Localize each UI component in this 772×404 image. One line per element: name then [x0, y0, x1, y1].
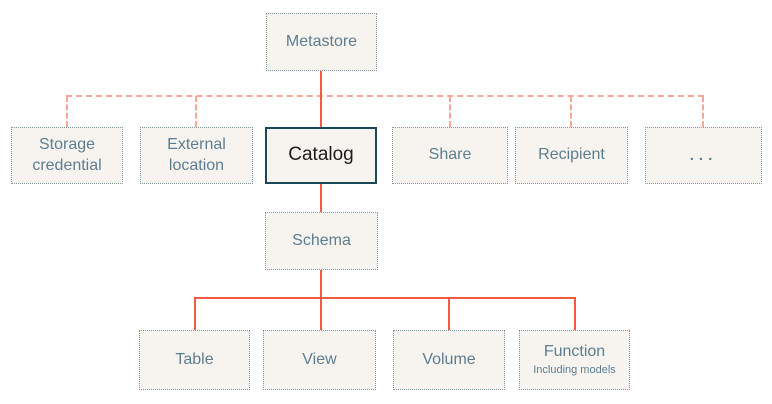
- connector-schema-view: [320, 270, 322, 330]
- node-view: View: [263, 330, 376, 390]
- connector-schema-children-horizontal: [194, 297, 576, 299]
- node-function-sublabel: Including models: [533, 363, 616, 376]
- node-volume-label: Volume: [422, 350, 476, 368]
- node-function-label: Function: [543, 343, 606, 361]
- node-table-label: Table: [175, 350, 214, 368]
- node-metastore: Metastore: [266, 13, 377, 71]
- node-recipient-label: Recipient: [538, 146, 605, 164]
- node-share: Share: [392, 127, 508, 184]
- node-external-location: External location: [140, 127, 253, 184]
- connector-dashed-drop-recipient: [570, 96, 572, 127]
- connector-dashed-drop-storage-credential: [66, 96, 68, 127]
- connector-dashed-drop-share: [449, 96, 451, 127]
- connector-catalog-schema: [320, 184, 322, 212]
- connector-drop-table: [194, 297, 196, 330]
- connector-drop-volume: [448, 297, 450, 330]
- node-more-objects-label: ...: [689, 146, 718, 164]
- node-volume: Volume: [393, 330, 505, 390]
- node-view-label: View: [302, 350, 337, 368]
- connector-dashed-drop-external-location: [195, 96, 197, 127]
- node-external-location-label: External location: [167, 136, 226, 174]
- node-storage-credential: Storage credential: [11, 127, 123, 184]
- connector-metastore-catalog: [320, 71, 322, 127]
- node-schema: Schema: [265, 212, 378, 270]
- connector-dashed-siblings-horizontal: [66, 95, 704, 97]
- node-more-objects: ...: [645, 127, 762, 184]
- node-catalog: Catalog: [265, 127, 377, 184]
- node-metastore-label: Metastore: [285, 32, 358, 50]
- node-schema-label: Schema: [292, 231, 351, 249]
- connector-drop-function: [574, 297, 576, 330]
- node-recipient: Recipient: [515, 127, 628, 184]
- node-storage-credential-label: Storage credential: [32, 136, 102, 174]
- connector-dashed-drop-more: [702, 96, 704, 127]
- node-function: Function Including models: [519, 330, 630, 390]
- node-table: Table: [139, 330, 250, 390]
- node-share-label: Share: [428, 146, 472, 164]
- node-catalog-label: Catalog: [288, 144, 354, 166]
